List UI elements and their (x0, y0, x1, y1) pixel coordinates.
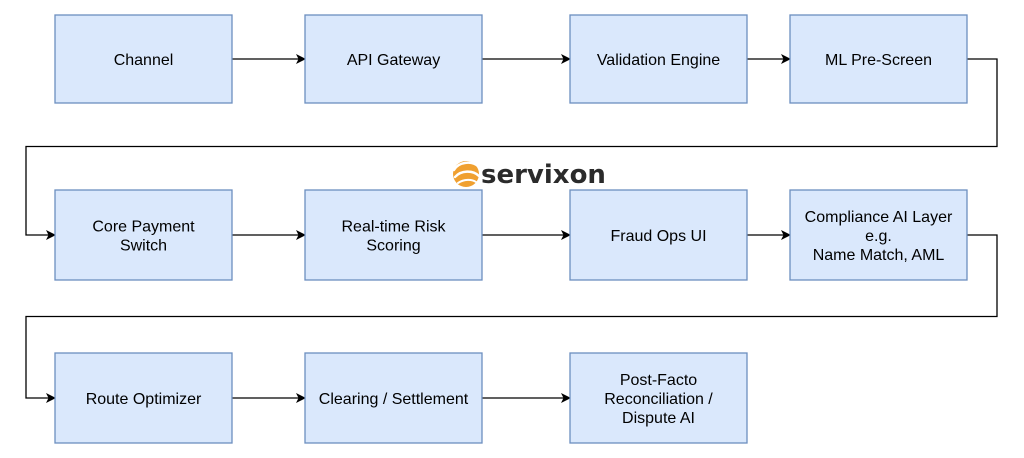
node-box (54, 14, 233, 104)
node-box (569, 352, 748, 444)
node-label-line: Compliance AI Layer (805, 209, 953, 226)
node-label-line: ML Pre-Screen (825, 52, 932, 69)
node-validation-engine: Validation Engine (569, 14, 748, 104)
node-box (54, 189, 233, 281)
logo-text: servixon (481, 160, 606, 190)
servixon-logo: servixon (452, 160, 606, 190)
node-api-gateway: API Gateway (304, 14, 483, 104)
orange-swirl-logo-icon (452, 161, 481, 187)
node-label: Route Optimizer (86, 391, 202, 408)
node-box (304, 14, 483, 104)
node-label-line: Clearing / Settlement (319, 391, 469, 408)
node-box (569, 189, 748, 281)
node-label-line: Dispute AI (622, 410, 695, 427)
node-label-line: Name Match, AML (813, 247, 945, 264)
node-clearing-settlement: Clearing / Settlement (304, 352, 483, 444)
edge-compliance-ai-layer-to-route-optimizer (25, 234, 998, 403)
node-label-line: Post-Facto (620, 372, 697, 389)
nodes-layer: Channel API Gateway Validation Engine ML Pr… (54, 14, 968, 444)
node-label-line: Scoring (366, 238, 420, 255)
node-channel: Channel (54, 14, 233, 104)
node-label: Channel (114, 52, 174, 69)
node-box (789, 14, 968, 104)
node-compliance-ai-layer: Compliance AI Layer e.g. Name Match, AML (789, 189, 968, 281)
edge-ml-pre-screen-to-core-payment-switch (25, 58, 998, 240)
node-label-line: Route Optimizer (86, 391, 202, 408)
node-box (569, 14, 748, 104)
node-label-line: Reconciliation / (604, 391, 713, 408)
node-ml-pre-screen: ML Pre-Screen (789, 14, 968, 104)
node-route-optimizer: Route Optimizer (54, 352, 233, 444)
node-fraud-ops-ui: Fraud Ops UI (569, 189, 748, 281)
node-label-line: API Gateway (347, 52, 440, 69)
node-label: Clearing / Settlement (319, 391, 469, 408)
node-box (304, 352, 483, 444)
node-label: ML Pre-Screen (825, 52, 932, 69)
node-label-line: Channel (114, 52, 174, 69)
node-label: Validation Engine (597, 52, 720, 69)
node-label-line: Real-time Risk (341, 219, 446, 236)
node-label-line: e.g. (865, 228, 892, 245)
node-label: Fraud Ops UI (610, 228, 706, 245)
edges-layer (25, 54, 998, 403)
node-box (789, 189, 968, 281)
node-label-line: Validation Engine (597, 52, 720, 69)
node-label-line: Switch (120, 238, 167, 255)
node-label-line: Fraud Ops UI (610, 228, 706, 245)
node-label: API Gateway (347, 52, 440, 69)
node-label-line: Core Payment (92, 219, 195, 236)
node-label: Compliance AI Layer e.g. Name Match, AML (805, 209, 953, 264)
node-box (304, 189, 483, 281)
node-box (54, 352, 233, 444)
